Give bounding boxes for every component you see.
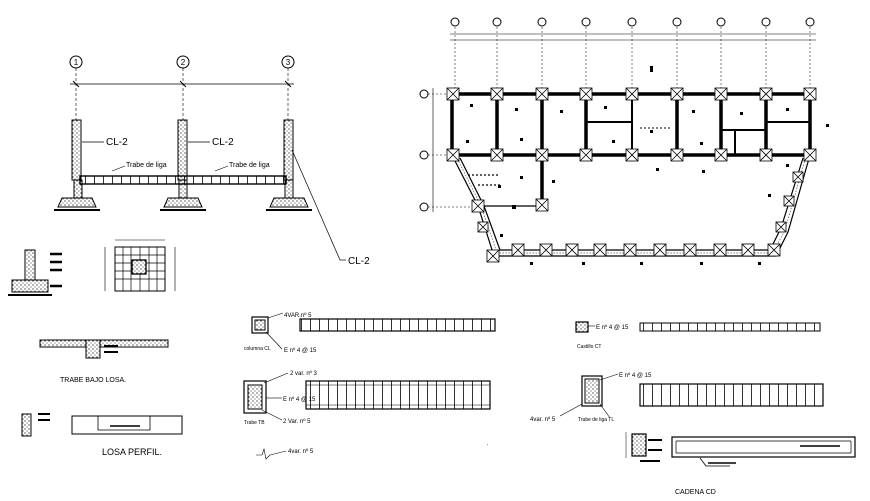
castillo-ct-detail: E nº 4 @ 15 Castillo CT bbox=[575, 321, 821, 350]
columna-cl-bars: 4VAR.nº 5 bbox=[284, 312, 312, 319]
trabe-tl-detail: E nº 4 @ 15 4var. nº 5 Trabe de liga TL bbox=[530, 372, 824, 423]
axis-bubble-3: 3 bbox=[281, 55, 295, 69]
trabe-tb-detail: 2 var. nº 3 E nº 4 @ 15 Trabe TB 2 Var. … bbox=[243, 370, 491, 426]
foundation-elevation: 1 2 3 bbox=[54, 55, 370, 267]
plan-axis-bubble bbox=[627, 17, 637, 27]
plan-axis-bubble bbox=[581, 17, 591, 27]
cadena-cd-detail: CADENA CD bbox=[625, 432, 856, 496]
plan-axis-top bbox=[450, 17, 815, 27]
trabe-tl-bars: 4var. nº 5 bbox=[530, 416, 556, 423]
tie-beam bbox=[79, 175, 287, 185]
plan-axis-bubble bbox=[492, 17, 502, 27]
stray-mark: ' bbox=[487, 444, 488, 450]
plan-axis-bubble bbox=[805, 17, 815, 27]
plan-axis-bubble bbox=[761, 17, 771, 27]
castillo-ct-name: Castillo CT bbox=[577, 344, 601, 350]
plan-axis-bubble bbox=[419, 89, 429, 99]
plan-axis-bubble bbox=[419, 202, 429, 212]
axis-bubble-1: 1 bbox=[69, 55, 83, 69]
trabe-tb-bottom-bars: 2 Var. nº 5 bbox=[283, 418, 311, 425]
columna-cl-name: columna CL bbox=[244, 346, 271, 352]
plan-axis-left bbox=[419, 89, 429, 212]
column-1 bbox=[54, 119, 100, 211]
bottom-bars-note: 4var. nº 5 bbox=[256, 447, 314, 460]
plan-axis-bubble bbox=[672, 17, 682, 27]
leader-tag: CL-2 bbox=[348, 256, 370, 267]
column-tag-2: CL-2 bbox=[212, 137, 234, 148]
trabe-bajo-losa-detail: TRABE BAJO LOSA. bbox=[39, 339, 169, 384]
trabe-tb-name: Trabe TB bbox=[244, 420, 265, 426]
column-2 bbox=[160, 119, 206, 211]
column-3 bbox=[266, 119, 312, 211]
trabe-bajo-losa-label: TRABE BAJO LOSA. bbox=[60, 377, 126, 384]
trabe-tb-stirrup: E nº 4 @ 15 bbox=[283, 396, 316, 403]
foundation-plan bbox=[419, 17, 829, 265]
losa-perfil-label: LOSA PERFIL. bbox=[102, 447, 162, 457]
losa-perfil-detail: LOSA PERFIL. bbox=[21, 413, 183, 457]
columna-cl-detail: 4VAR.nº 5 columna CL E nº 4 @ 15 bbox=[244, 312, 496, 354]
column-tag-1: CL-2 bbox=[106, 137, 128, 148]
trabe-tb-top-bars: 2 var. nº 3 bbox=[290, 370, 318, 377]
axis-label-3: 3 bbox=[286, 58, 291, 67]
beam-tag-1: Trabe de liga bbox=[126, 162, 167, 169]
trabe-tl-name: Trabe de liga TL bbox=[578, 417, 614, 423]
bottom-bars-label: 4var. nº 5 bbox=[288, 448, 314, 455]
castillo-ct-stirrup: E nº 4 @ 15 bbox=[596, 324, 629, 331]
plan-footings bbox=[446, 87, 817, 263]
plan-axis-bubble bbox=[450, 17, 460, 27]
axis-label-1: 1 bbox=[74, 58, 79, 67]
plan-axis-bubble bbox=[716, 17, 726, 27]
axis-bubble-2: 2 bbox=[176, 55, 190, 69]
footing-plan-detail bbox=[104, 239, 176, 292]
plan-axis-bubble bbox=[537, 17, 547, 27]
plan-axis-bubble bbox=[419, 150, 429, 160]
columna-cl-stirrup: E nº 4 @ 15 bbox=[284, 347, 317, 354]
trabe-tl-stirrup: E nº 4 @ 15 bbox=[619, 372, 652, 379]
beam-tag-2: Trabe de liga bbox=[229, 162, 270, 169]
cadena-cd-label: CADENA CD bbox=[675, 489, 716, 496]
footing-section-detail bbox=[8, 249, 62, 296]
axis-label-2: 2 bbox=[181, 58, 186, 67]
